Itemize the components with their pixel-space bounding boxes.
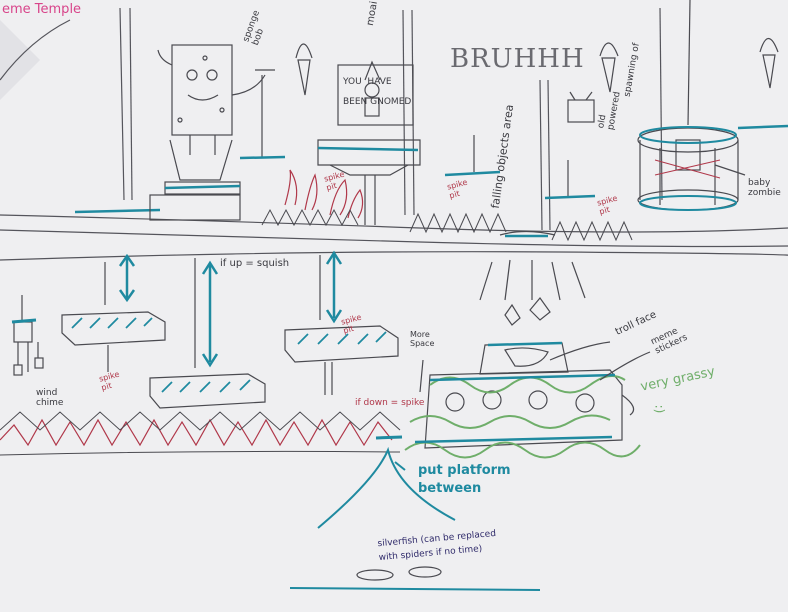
troll-top-teal — [487, 341, 563, 347]
gnome-sign-teal — [317, 146, 419, 152]
gnome-sign — [317, 60, 421, 225]
move-arrow-1 — [118, 253, 136, 303]
wind-chime-teal — [11, 318, 37, 324]
lamp-post-1 — [255, 69, 275, 158]
move-arrow-2 — [201, 260, 219, 368]
squisher-3 — [284, 255, 399, 395]
grass-teal-top — [429, 373, 616, 382]
teal-ledge — [74, 208, 161, 214]
bottom-hill — [289, 446, 541, 591]
lower-ceiling — [0, 251, 788, 261]
old-tv-icon — [567, 91, 595, 123]
bruhhh-text: BRUHHH — [450, 44, 585, 74]
squisher-1-hatch — [71, 317, 153, 329]
page-title: eme Temple — [2, 2, 82, 17]
silverfish-icon — [356, 566, 442, 581]
spike-row-upper-mid — [409, 212, 633, 242]
zombie-cage — [637, 0, 746, 211]
torch-icon — [759, 37, 779, 89]
squisher-3-hatch — [297, 331, 387, 345]
spike-floor-lower — [0, 418, 393, 447]
baby-zombie-label: baby zombie — [748, 178, 781, 198]
gnome-sign-text: YOU HAVE BEEN GNOMED — [343, 77, 412, 107]
cage-bars — [654, 159, 721, 179]
lamp-post-1-teal — [239, 155, 286, 160]
torch-icon — [599, 42, 619, 93]
small-platform-teal — [375, 435, 403, 440]
squisher-2 — [149, 258, 266, 409]
squisher-1 — [61, 262, 166, 372]
t-platform-2 — [544, 194, 596, 200]
right-ledge-teal — [737, 124, 788, 130]
annotation-arrows — [419, 341, 651, 416]
upper-level — [0, 7, 788, 248]
t-platform-1 — [444, 170, 501, 177]
torch-icon — [295, 43, 313, 96]
move-arrow-3 — [325, 250, 343, 324]
put-platform-between-label: put platform between — [418, 463, 511, 496]
spongebob-statue — [149, 44, 266, 221]
cage-top-teal — [639, 126, 737, 144]
spike-pit-upper — [284, 169, 364, 219]
troll-temple — [424, 259, 623, 449]
if-down-spike-label: if down = spike — [355, 398, 425, 408]
spike-floor-lower-pencil — [0, 411, 401, 456]
t-platforms-upper — [473, 135, 569, 196]
squisher-2-hatch — [161, 379, 251, 393]
spike-row-upper-left — [261, 208, 359, 227]
grass-teal-bottom — [414, 435, 613, 444]
falling-objects-pillar — [499, 230, 556, 236]
cage-bottom-teal — [639, 195, 737, 211]
paper-shadow — [0, 20, 40, 100]
smiley-label: :) — [652, 404, 667, 414]
statue-teal-top — [164, 184, 241, 190]
more-space-label: More Space — [410, 330, 435, 348]
wind-chime-label: wind chime — [36, 388, 64, 408]
if-up-squish-label: if up = squish — [220, 258, 290, 269]
